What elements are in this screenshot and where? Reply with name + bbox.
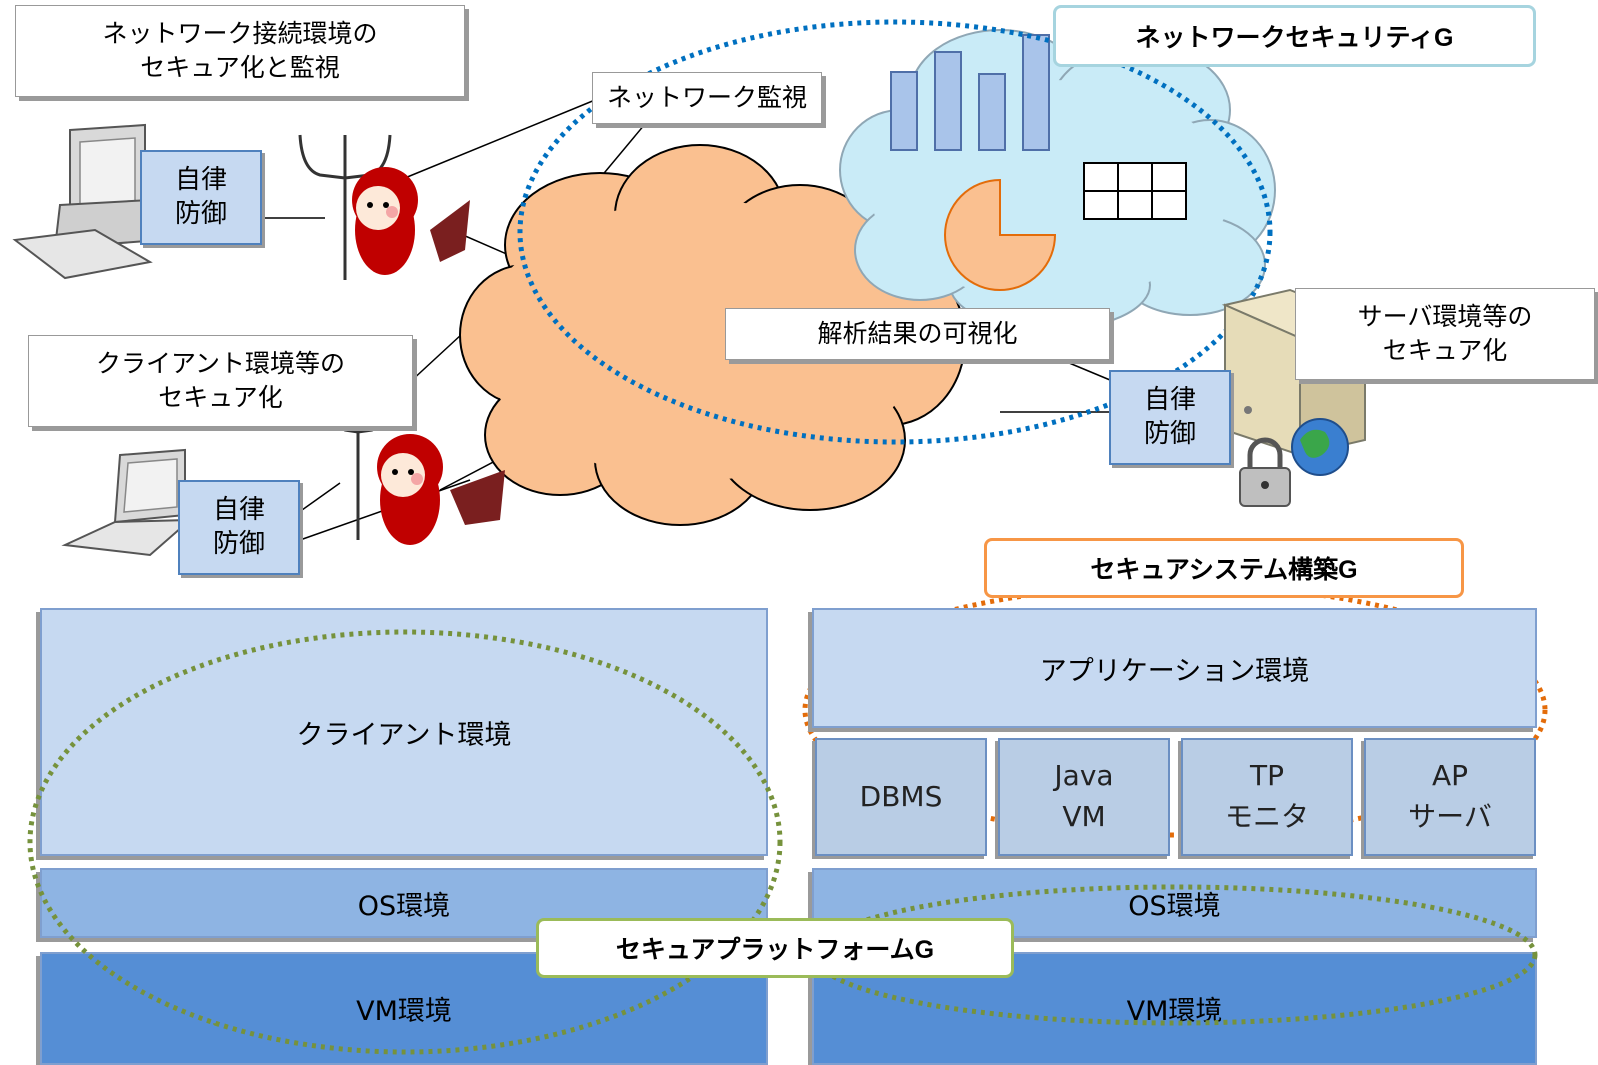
autonomous-defense-label: 自律 xyxy=(1143,384,1196,415)
middleware-box-java-vm: Java VM xyxy=(998,738,1170,856)
internet-cloud-fill xyxy=(480,200,920,480)
laptop-icon xyxy=(61,448,193,557)
layer-label: アプリケーション環境 xyxy=(1039,655,1310,687)
network-security-outline xyxy=(517,19,1273,445)
desktop-computer-icon xyxy=(12,123,162,280)
callout-text: サーバ環境等の xyxy=(1357,302,1533,332)
middleware-label: モニタ xyxy=(1224,800,1309,833)
middleware-box-tp-monitor: TP モニタ xyxy=(1181,738,1353,856)
secure-platform-group-label: セキュアプラットフォームG xyxy=(536,918,1014,978)
network-secure-callout: ネットワーク接続環境の セキュア化と監視 xyxy=(15,5,465,97)
devil-attacker-icon xyxy=(328,394,505,545)
layer-label: OS環境 xyxy=(1128,890,1221,922)
server-secure-callout: サーバ環境等の セキュア化 xyxy=(1295,288,1595,380)
autonomous-defense-box: 自律 防御 xyxy=(1109,370,1231,465)
group-label-text: セキュアプラットフォームG xyxy=(615,936,935,964)
middleware-box-ap-server: AP サーバ xyxy=(1364,738,1536,856)
lock-icon xyxy=(1239,437,1291,507)
autonomous-defense-label: 防御 xyxy=(1143,418,1196,449)
callout-text: 解析結果の可視化 xyxy=(817,319,1018,349)
secure-system-group-label: セキュアシステム構築G xyxy=(984,538,1464,598)
middleware-label: TP xyxy=(1250,759,1284,793)
client-secure-callout: クライアント環境等の セキュア化 xyxy=(28,335,413,427)
autonomous-defense-box: 自律 防御 xyxy=(178,480,300,575)
network-security-group-label: ネットワークセキュリティG xyxy=(1053,5,1536,67)
globe-icon xyxy=(1291,418,1349,476)
group-label-text: セキュアシステム構築G xyxy=(1090,556,1358,584)
middleware-label: Java xyxy=(1054,759,1114,793)
table-icon xyxy=(1083,162,1187,220)
callout-text: セキュア化と監視 xyxy=(140,53,340,82)
layer-label: OS環境 xyxy=(357,890,451,922)
layer-label: VM環境 xyxy=(356,996,452,1027)
autonomous-defense-label: 自律 xyxy=(174,164,227,195)
callout-text: セキュア化 xyxy=(1382,336,1508,365)
bar-chart-icon xyxy=(890,34,1050,151)
autonomous-defense-label: 自律 xyxy=(212,494,265,525)
callout-text: ネットワーク監視 xyxy=(606,83,807,113)
callout-text: ネットワーク接続環境の xyxy=(102,19,378,49)
application-environment-layer: アプリケーション環境 xyxy=(812,608,1537,728)
middleware-box-dbms: DBMS xyxy=(815,738,987,856)
pie-chart-icon xyxy=(944,178,1057,291)
layer-label: VM環境 xyxy=(1126,996,1223,1027)
autonomous-defense-label: 防御 xyxy=(174,198,227,229)
secure-system-outline xyxy=(802,582,1548,838)
autonomous-defense-label: 防御 xyxy=(212,528,265,559)
group-label-text: ネットワークセキュリティG xyxy=(1135,24,1454,52)
layer-label: クライアント環境 xyxy=(296,719,512,751)
visualization-callout: 解析結果の可視化 xyxy=(725,308,1110,360)
middleware-label: VM xyxy=(1062,800,1106,833)
middleware-label: AP xyxy=(1431,759,1469,793)
client-environment-layer: クライアント環境 xyxy=(40,608,768,856)
middleware-label: サーバ xyxy=(1408,800,1492,833)
middleware-label: DBMS xyxy=(859,779,943,813)
autonomous-defense-box: 自律 防御 xyxy=(140,150,262,245)
callout-text: セキュア化 xyxy=(158,383,283,412)
devil-attacker-icon xyxy=(298,134,470,280)
network-monitor-callout: ネットワーク監視 xyxy=(592,72,822,124)
callout-text: クライアント環境等の xyxy=(95,349,345,379)
